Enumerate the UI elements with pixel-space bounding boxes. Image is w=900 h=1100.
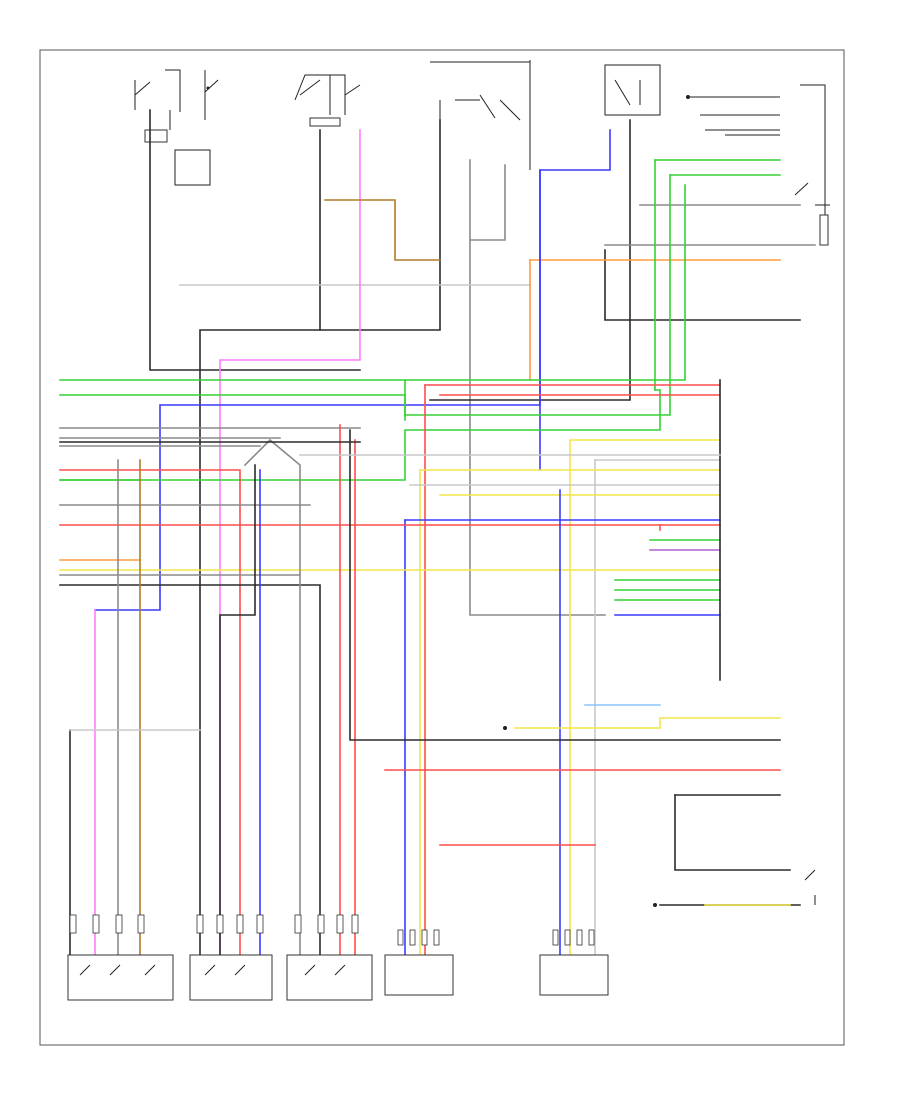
pressure-sensor [384, 929, 454, 996]
fan-control-circuit [384, 704, 816, 907]
fan-motor-relay [189, 914, 273, 1001]
blower-module [539, 929, 609, 996]
diagram-frame [39, 49, 845, 1046]
main-connector-right [59, 379, 721, 991]
pressure-switch-2 [430, 60, 531, 170]
cooling-fan-motor [67, 914, 174, 1001]
pressure-switch-1 [294, 74, 361, 127]
condenser-fan-relay [286, 914, 373, 1001]
relay-cluster-right [686, 95, 830, 246]
left-harness [59, 424, 781, 991]
coolant-temp-sensor [604, 64, 826, 240]
ac-compressor-switch [134, 69, 219, 186]
